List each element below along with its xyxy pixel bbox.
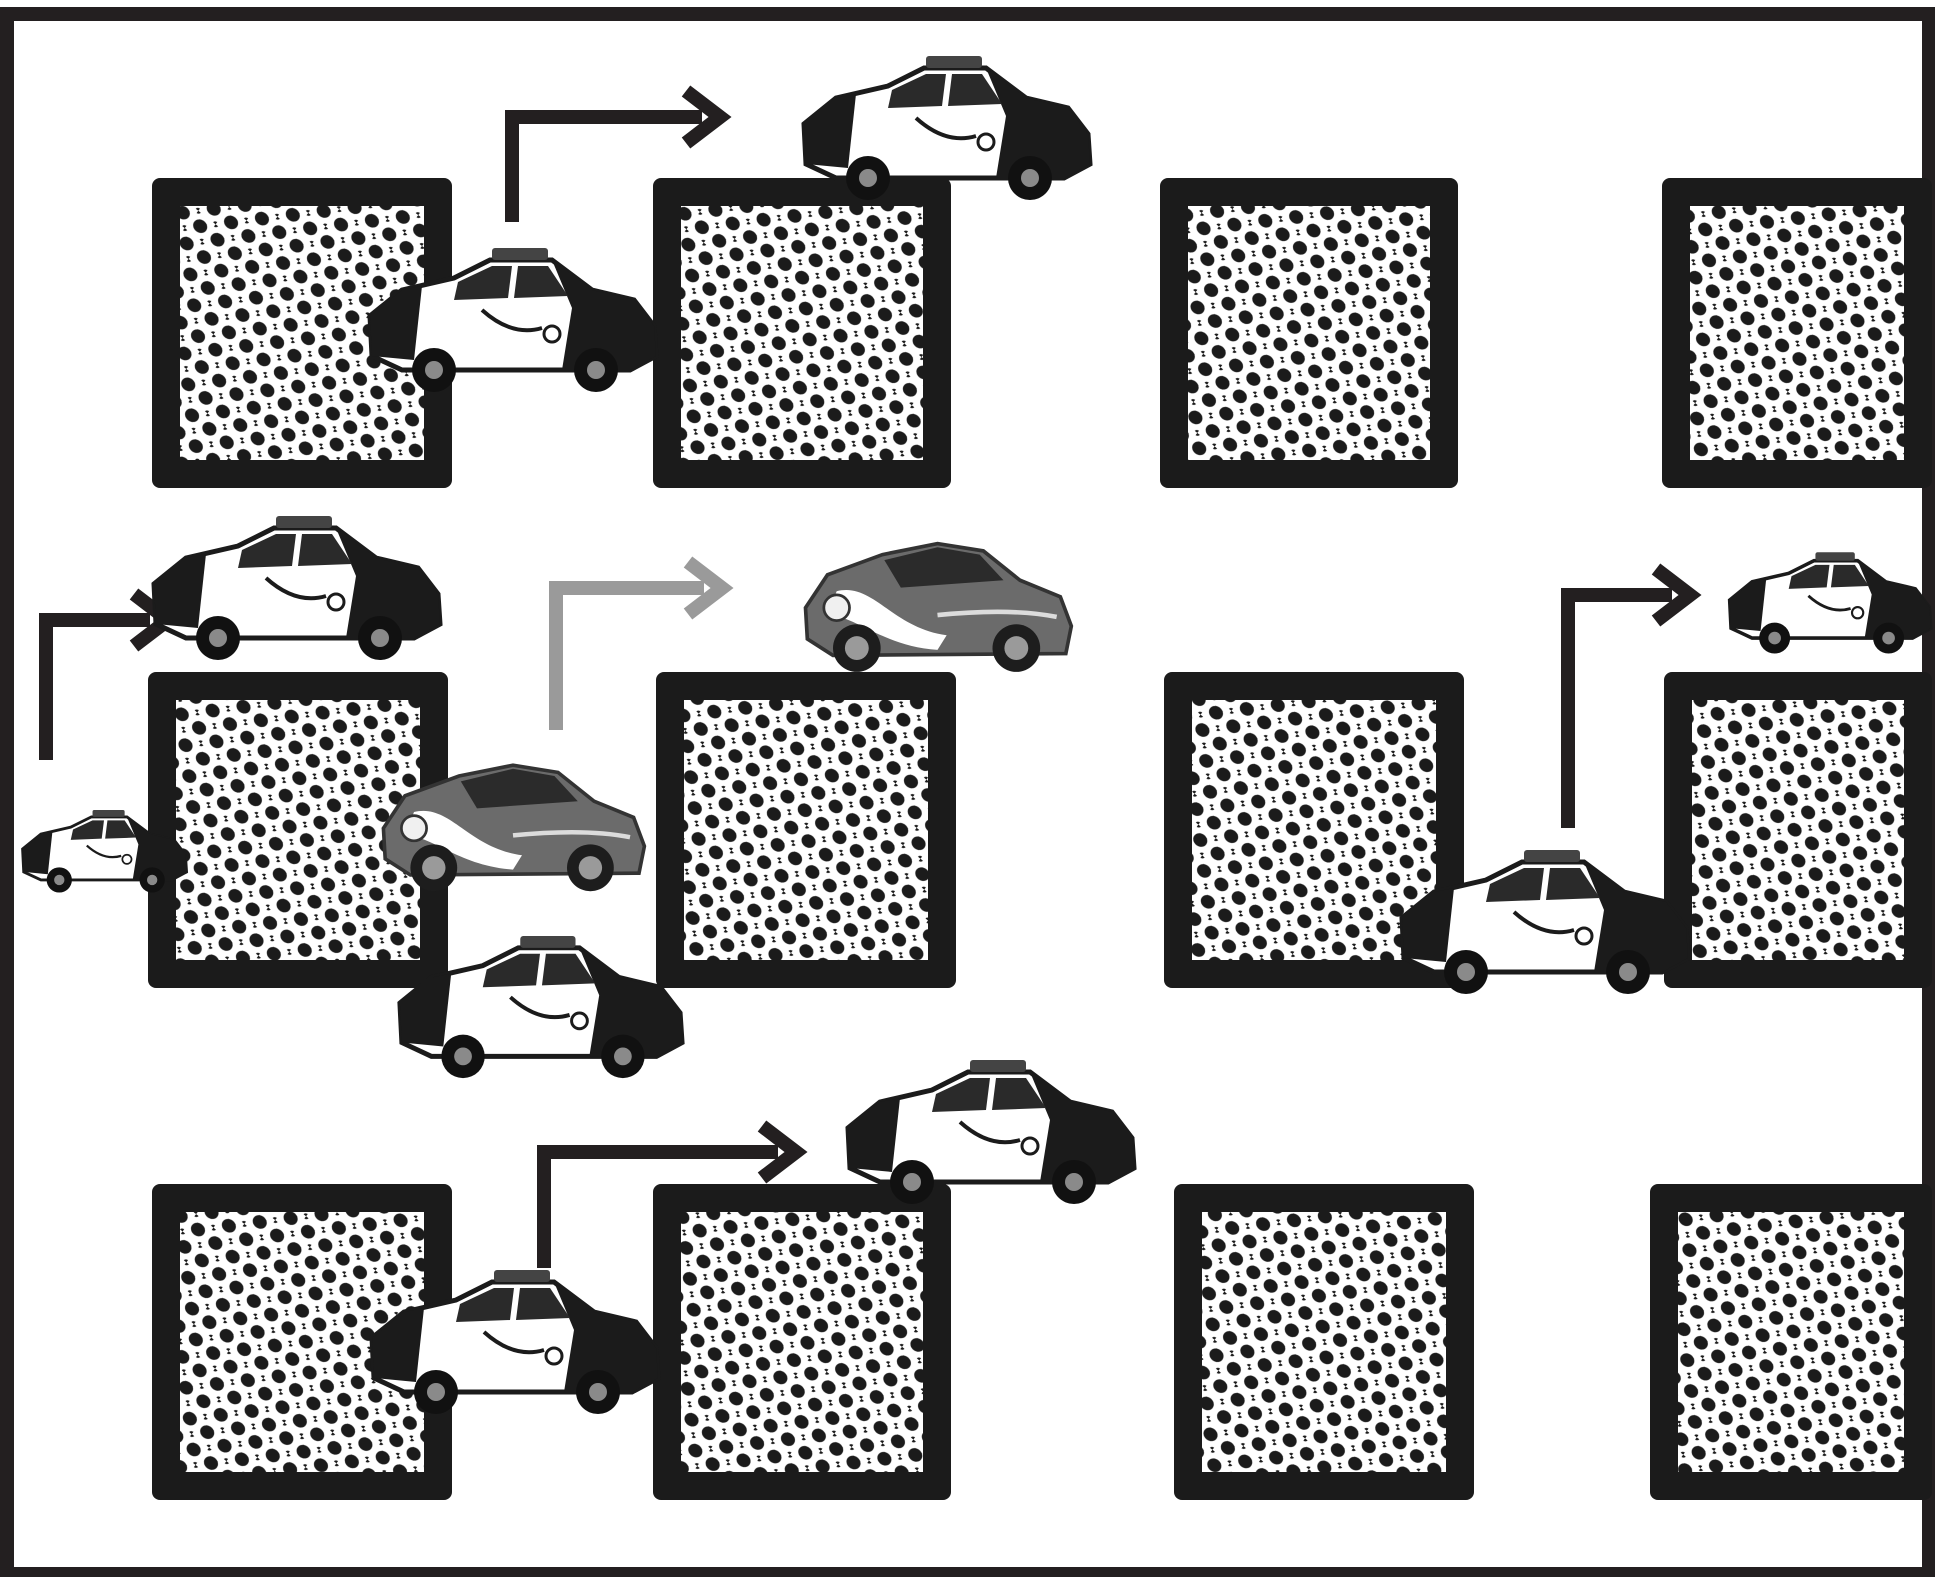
- city-block: [1174, 1184, 1474, 1500]
- turn-right-arrow: [1561, 563, 1702, 828]
- police-car-end: [1730, 552, 1931, 653]
- police-car-end: [848, 1060, 1134, 1204]
- city-block: [1664, 672, 1932, 988]
- direction-arrows: [39, 85, 1702, 1268]
- city-block: [1164, 672, 1464, 988]
- city-blocks: [148, 178, 1932, 1500]
- city-block: [1650, 1184, 1932, 1500]
- police-car-end: [154, 516, 440, 660]
- city-block: [653, 1184, 951, 1500]
- city-block: [148, 672, 448, 988]
- turn-right-arrow: [537, 1120, 808, 1268]
- city-block: [653, 178, 951, 488]
- police-car-end: [804, 56, 1090, 200]
- city-block: [1160, 178, 1458, 488]
- turn-right-arrow: [505, 85, 732, 222]
- city-block: [656, 672, 956, 988]
- turn-right-arrow: [549, 556, 734, 730]
- rally-car-end: [806, 544, 1072, 672]
- city-block: [1662, 178, 1932, 488]
